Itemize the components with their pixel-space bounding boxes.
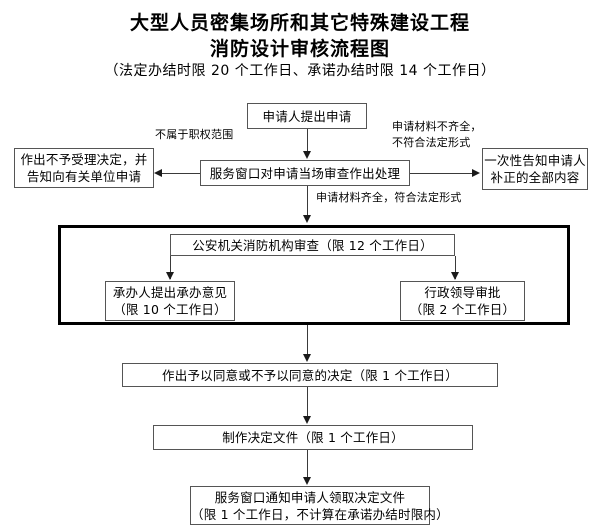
arrowhead-down-to-handler	[165, 272, 174, 280]
arrowhead-down-to-group	[302, 215, 311, 223]
connector-to-handler	[170, 256, 171, 279]
node-label-line-2: 告知向有关单位申请	[26, 169, 142, 184]
node-label-line-1: 行政领导审批	[424, 285, 501, 300]
arrowhead-down-to-document	[302, 416, 311, 424]
node-label: 制作决定文件（限 1 个工作日）	[222, 430, 404, 445]
node-label-line-1: 承办人提出承办意见	[112, 285, 228, 300]
edge-label-complete: 申请材料齐全，符合法定形式	[316, 191, 462, 204]
node-one-time-notice[interactable]: 一次性告知申请人 补正的全部内容	[482, 148, 588, 190]
edge-label-incomplete-line-1: 申请材料不齐全，	[392, 120, 482, 133]
node-label: 服务窗口对申请当场审查作出处理	[209, 165, 401, 181]
node-label-line-1: 服务窗口通知申请人领取决定文件	[214, 489, 406, 505]
node-applicant-submit[interactable]: 申请人提出申请	[247, 103, 367, 129]
connector-window-to-notice	[410, 173, 472, 174]
arrowhead-right-to-notice	[472, 168, 480, 177]
page-title-line-1: 大型人员密集场所和其它特殊建设工程	[129, 12, 470, 34]
connector-decision-to-document	[307, 387, 308, 417]
node-fire-agency-review[interactable]: 公安机关消防机构审查（限 12 个工作日）	[170, 234, 455, 256]
node-produce-document[interactable]: 制作决定文件（限 1 个工作日）	[153, 425, 473, 450]
arrowhead-down-to-window	[302, 151, 311, 159]
node-label-line-2: （限 2 个工作日）	[409, 302, 516, 317]
connector-applicant-to-window	[307, 129, 308, 152]
node-label-line-1: 作出不予受理决定，并	[20, 152, 148, 167]
group-frame-fire-agency-review	[58, 225, 570, 325]
connector-group-to-decision	[307, 325, 308, 355]
page-subtitle: （法定办结时限 20 个工作日、承诺办结时限 14 个工作日）	[104, 63, 496, 79]
node-service-window-review[interactable]: 服务窗口对申请当场审查作出处理	[200, 160, 410, 186]
node-notify-collect[interactable]: 服务窗口通知申请人领取决定文件 （限 1 个工作日，不计算在承诺办结时限内）	[190, 486, 449, 525]
connector-to-leader	[455, 256, 456, 279]
edge-label-out-of-scope: 不属于职权范围	[155, 128, 234, 141]
edge-label-incomplete-line-2: 不符合法定形式	[392, 136, 471, 149]
connector-document-to-notify	[307, 450, 308, 478]
node-label-line-2: （限 1 个工作日，不计算在承诺办结时限内）	[191, 506, 449, 522]
node-handler-opinion[interactable]: 承办人提出承办意见 （限 10 个工作日）	[105, 281, 235, 321]
node-label: 作出予以同意或不予以同意的决定（限 1 个工作日）	[162, 367, 458, 383]
node-label-line-2: （限 10 个工作日）	[113, 302, 227, 317]
connector-window-to-reject	[162, 173, 200, 174]
node-label-line-2: 补正的全部内容	[490, 170, 580, 185]
node-make-decision[interactable]: 作出予以同意或不予以同意的决定（限 1 个工作日）	[122, 363, 498, 387]
arrowhead-down-to-notify	[302, 477, 311, 485]
arrowhead-down-to-leader	[450, 272, 459, 280]
connector-window-to-group	[307, 186, 308, 216]
node-label: 申请人提出申请	[262, 108, 352, 124]
arrowhead-down-to-decision	[302, 354, 311, 362]
node-label: 公安机关消防机构审查（限 12 个工作日）	[192, 237, 433, 253]
node-leader-approval[interactable]: 行政领导审批 （限 2 个工作日）	[400, 281, 525, 321]
node-label-line-1: 一次性告知申请人	[484, 153, 586, 168]
page-title-line-2: 消防设计审核流程图	[209, 38, 390, 60]
arrowhead-left-to-reject	[154, 168, 162, 177]
node-reject-acceptance[interactable]: 作出不予受理决定，并 告知向有关单位申请	[14, 148, 154, 188]
